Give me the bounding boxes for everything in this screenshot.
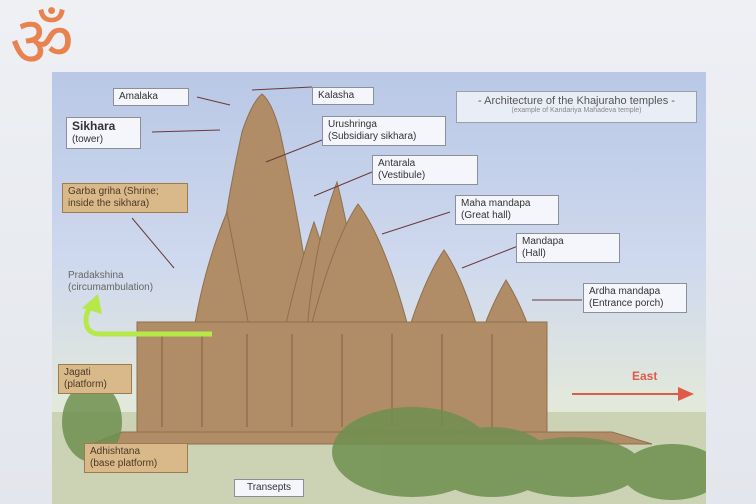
om-symbol-icon: ॐ — [10, 2, 74, 74]
label-pradakshina: Pradakshina (circumambulation) — [68, 270, 154, 293]
title-line1: - Architecture of the Khajuraho temples … — [478, 95, 675, 107]
title-line2: (example of Kandariya Mahadeva temple) — [511, 107, 642, 114]
slide-title: - Architecture of the Khajuraho temples … — [456, 91, 697, 123]
pradakshina-arrow-icon — [82, 294, 212, 337]
label-garba-griha: Garba griha (Shrine; inside the sikhara) — [62, 183, 188, 213]
label-mandapa: Mandapa (Hall) — [516, 233, 620, 263]
label-kalasha: Kalasha — [312, 87, 374, 105]
label-antarala: Antarala (Vestibule) — [372, 155, 478, 185]
label-maha-mandapa: Maha mandapa (Great hall) — [455, 195, 559, 225]
label-ardha-mandapa: Ardha mandapa (Entrance porch) — [583, 283, 687, 313]
label-amalaka: Amalaka — [113, 88, 189, 106]
east-arrow-icon — [572, 387, 694, 401]
label-east: East — [632, 369, 658, 383]
svg-text:ॐ: ॐ — [10, 2, 74, 74]
label-transepts: Transepts — [234, 479, 304, 497]
label-urushringa: Urushringa (Subsidiary sikhara) — [322, 116, 446, 146]
label-adhishtana: Adhishtana (base platform) — [84, 443, 188, 473]
label-sikhara: Sikhara (tower) — [66, 117, 141, 149]
label-jagati: Jagati (platform) — [58, 364, 132, 394]
